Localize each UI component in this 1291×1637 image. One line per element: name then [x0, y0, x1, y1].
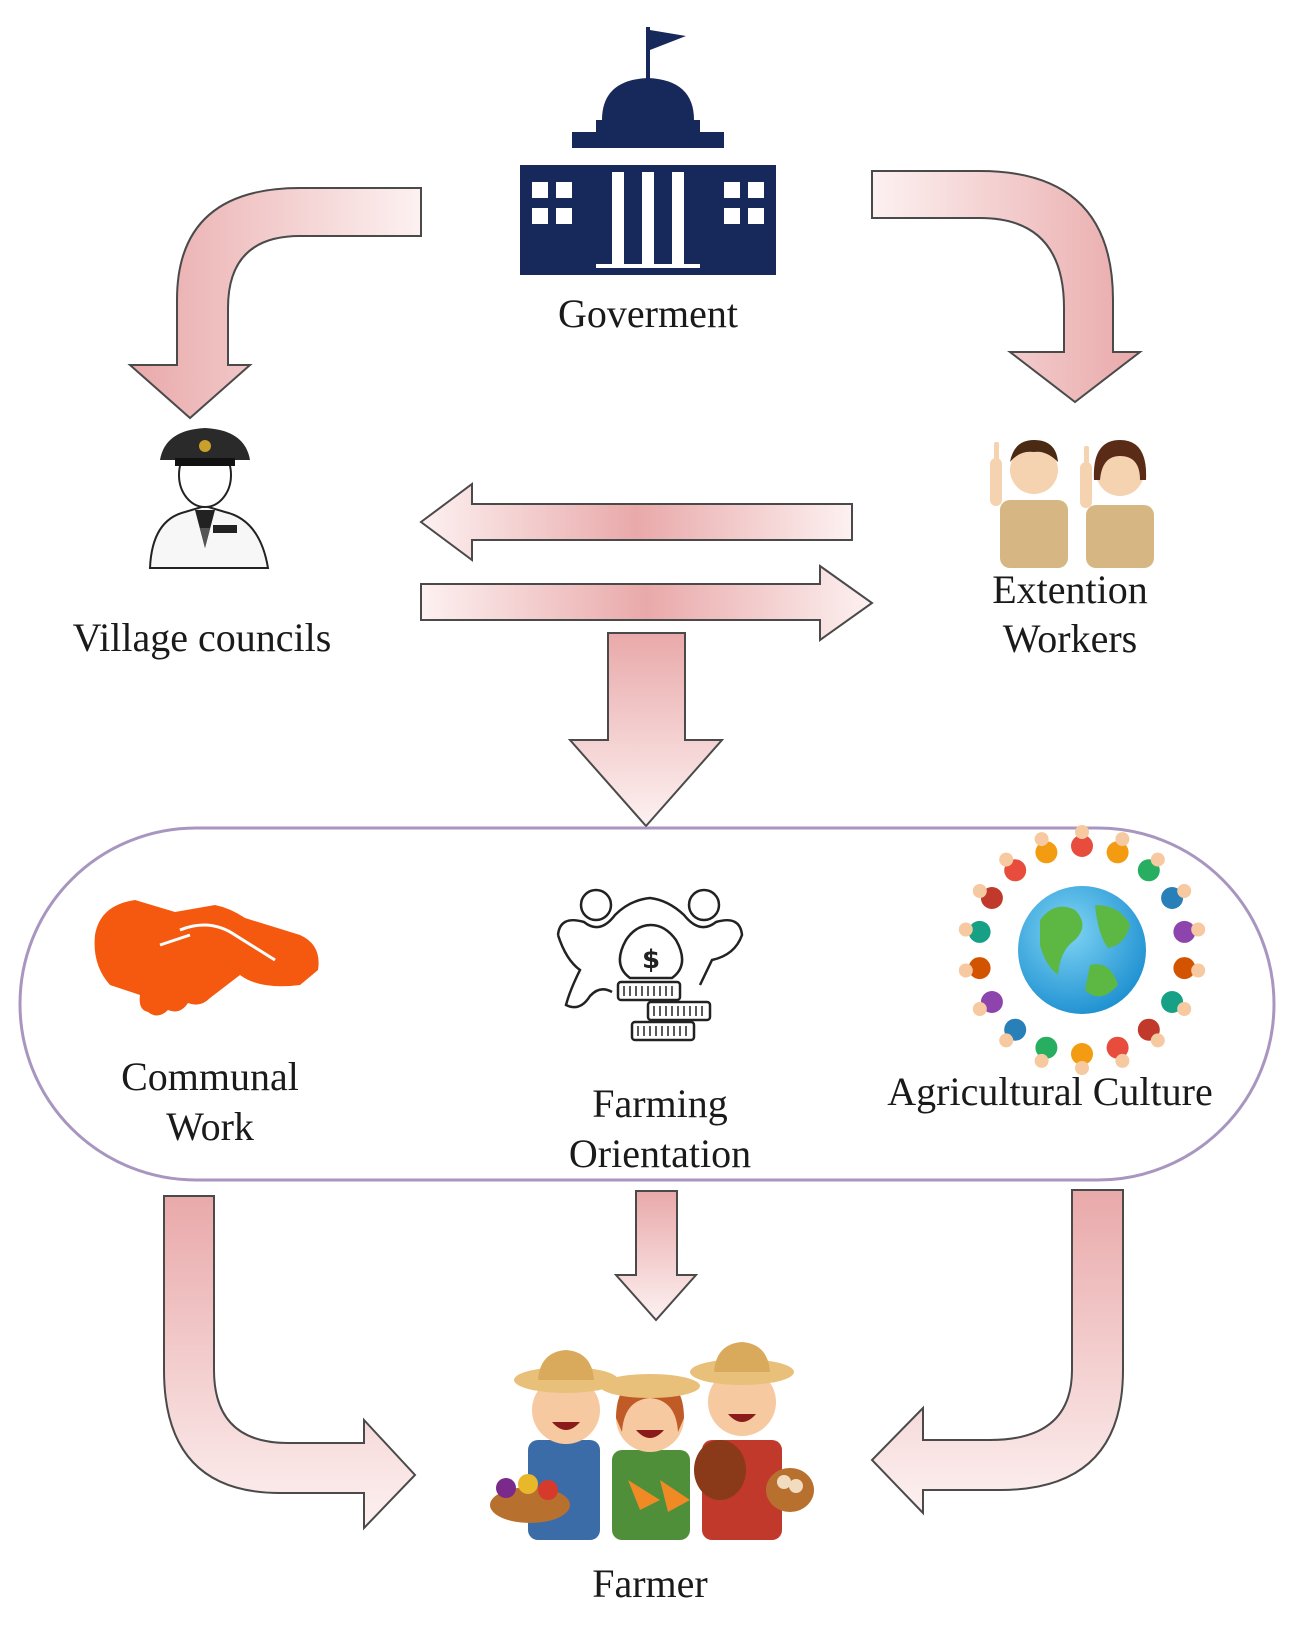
label-village-councils: Village councils	[72, 615, 332, 660]
arrow-down-to-factors	[567, 632, 725, 828]
globe-person-figure	[1137, 852, 1165, 882]
label-communal-line1: Communal	[121, 1054, 299, 1099]
label-farming-line2: Orientation	[568, 1131, 752, 1176]
svg-text:$: $	[642, 945, 660, 975]
arrow-communal-to-farmer	[163, 1195, 417, 1531]
globe-person-figure	[958, 957, 991, 980]
arrow-village-to-extension	[420, 564, 874, 642]
globe-people-icon	[958, 825, 1206, 1075]
label-agricultural-culture: Agricultural Culture	[887, 1069, 1213, 1114]
handshake-icon	[94, 900, 319, 1016]
label-extension-line1: Extention	[992, 567, 1148, 612]
globe-person-figure	[972, 884, 1003, 909]
label-farming-line1: Farming	[592, 1081, 728, 1126]
globe-person-figure	[1106, 1036, 1130, 1068]
arrow-culture-to-farmer	[870, 1189, 1124, 1516]
globe-person-figure	[1071, 1043, 1093, 1075]
arrow-orientation-to-farmer	[613, 1190, 699, 1322]
globe-person-figure	[1106, 832, 1130, 864]
globe-person-figure	[1137, 1018, 1165, 1048]
government-building-icon	[520, 27, 776, 275]
arrow-government-to-village	[127, 187, 422, 420]
globe-person-figure	[1173, 920, 1206, 943]
extension-workers-icon	[990, 440, 1154, 568]
globe-person-figure	[958, 920, 991, 943]
label-extension-line2: Workers	[1002, 616, 1138, 661]
arrow-extension-to-village	[419, 482, 853, 562]
globe-person-figure	[999, 1018, 1027, 1048]
globe-person-figure	[1173, 957, 1206, 980]
globe-person-figure	[1161, 884, 1192, 909]
globe-person-figure	[1071, 825, 1093, 857]
globe-person-figure	[999, 852, 1027, 882]
money-partnership-icon: $	[556, 888, 744, 1042]
label-farmer: Farmer	[592, 1561, 708, 1606]
globe-person-figure	[1034, 832, 1058, 864]
label-government: Goverment	[558, 291, 738, 336]
label-communal-line2: Work	[166, 1104, 254, 1149]
globe-person-figure	[972, 991, 1003, 1016]
globe-person-figure	[1161, 991, 1192, 1016]
farmers-icon	[490, 1342, 814, 1540]
village-official-icon	[148, 428, 270, 569]
arrow-government-to-extension	[871, 170, 1143, 404]
globe-person-figure	[1034, 1036, 1058, 1068]
